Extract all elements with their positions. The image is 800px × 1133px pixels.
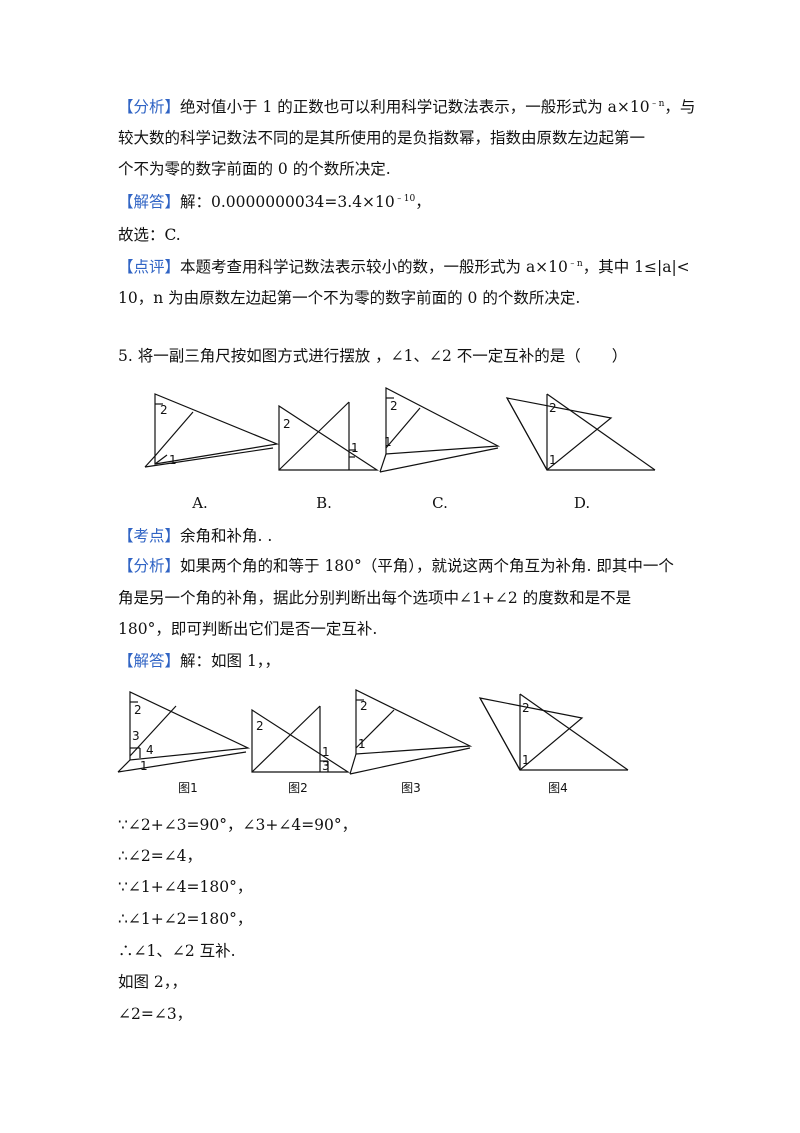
answer-comma: ， bbox=[415, 193, 431, 211]
comment-line-1: 【点评】本题考查用科学记数法表示较小的数，一般形式为 a×10﹣n，其中 1≤|… bbox=[118, 256, 690, 278]
analysis-text-1b: ，与 bbox=[664, 98, 696, 116]
option-b-label: B. bbox=[316, 494, 332, 512]
solution-line: 【解答】解：如图 1，， bbox=[118, 650, 280, 672]
answer-line: 【解答】解：0.0000000034=3.4×10﹣10， bbox=[118, 191, 431, 213]
proof-step-3: ∵∠1+∠4=180°， bbox=[118, 878, 253, 896]
option-b-figure: 2 1 bbox=[278, 401, 380, 471]
option-d-angle-2: 2 bbox=[549, 401, 557, 415]
analysis2-text-1: 如果两个角的和等于 180°（平角），就说这两个角互为补角. 即其中一个 bbox=[180, 557, 674, 575]
option-d-label: D. bbox=[573, 494, 591, 512]
comment-text-1b: ，其中 1≤|a|< bbox=[582, 258, 690, 276]
fig1-angle-3: 3 bbox=[132, 729, 140, 743]
fig2-angle-1: 1 bbox=[322, 745, 330, 759]
option-b-angle-1: 1 bbox=[351, 441, 359, 455]
analysis2-line-3: 180°，即可判断出它们是否一定互补. bbox=[118, 620, 378, 638]
analysis2-tag: 【分析】 bbox=[118, 557, 181, 575]
fig1-angle-1: 1 bbox=[140, 759, 148, 773]
option-c-angle-2: 2 bbox=[390, 399, 398, 413]
option-a-angle-1: 1 bbox=[169, 453, 177, 467]
figure-2-label: 图2 bbox=[288, 781, 308, 795]
knowledge-text: 余角和补角. . bbox=[180, 527, 273, 545]
figure-2: 2 1 3 bbox=[251, 705, 351, 773]
fig1-angle-4: 4 bbox=[146, 743, 154, 757]
option-c-label: C. bbox=[432, 494, 448, 512]
proof-step-7: ∠2=∠3， bbox=[118, 1005, 193, 1023]
answer-tag: 【解答】 bbox=[118, 193, 181, 211]
answer-exponent: ﹣10 bbox=[394, 194, 416, 204]
option-c-figure: 2 1 bbox=[379, 387, 501, 473]
figure-3: 2 1 bbox=[349, 689, 473, 775]
proof-step-6: 如图 2，， bbox=[118, 973, 188, 991]
analysis-text-1a: 绝对值小于 1 的正数也可以利用科学记数法表示，一般形式为 a×10 bbox=[180, 98, 650, 116]
comment-text-1a: 本题考查用科学记数法表示较小的数，一般形式为 a×10 bbox=[180, 258, 568, 276]
option-d-angle-1: 1 bbox=[549, 453, 557, 467]
figure-1: 2 3 4 1 bbox=[117, 691, 251, 773]
proof-step-1: ∵∠2+∠3=90°，∠3+∠4=90°， bbox=[118, 816, 358, 834]
analysis-line-1: 【分析】绝对值小于 1 的正数也可以利用科学记数法表示，一般形式为 a×10﹣n… bbox=[118, 96, 695, 118]
fig2-angle-2: 2 bbox=[256, 719, 264, 733]
fig3-angle-2: 2 bbox=[360, 699, 368, 713]
comment-line-2: 10，n 为由原数左边起第一个不为零的数字前面的 0 的个数所决定. bbox=[118, 289, 581, 307]
option-b-angle-2: 2 bbox=[283, 417, 291, 431]
option-a-figure: 2 1 bbox=[144, 393, 280, 468]
fig2-angle-3: 3 bbox=[322, 759, 330, 773]
knowledge-line: 【考点】余角和补角. . bbox=[118, 525, 272, 547]
solution-text: 解：如图 1，， bbox=[180, 652, 281, 670]
proof-step-5: ∴∠1、∠2 互补. bbox=[118, 942, 236, 960]
figure-1-label: 图1 bbox=[178, 781, 198, 795]
fig4-angle-1: 1 bbox=[522, 753, 530, 767]
answer-text: 解：0.0000000034=3.4×10 bbox=[180, 193, 395, 211]
knowledge-tag: 【考点】 bbox=[118, 527, 181, 545]
choice-line: 故选：C. bbox=[118, 226, 181, 244]
question-5: 5. 将一副三角尺按如图方式进行摆放 ，∠1、∠2 不一定互补的是（ ） bbox=[118, 347, 628, 365]
proof-step-4: ∴∠1+∠2=180°， bbox=[118, 910, 253, 928]
fig4-angle-2: 2 bbox=[522, 701, 530, 715]
option-d-figure: 2 1 bbox=[505, 393, 656, 471]
analysis-line-3: 个不为零的数字前面的 0 的个数所决定. bbox=[118, 160, 391, 178]
fig1-angle-2: 2 bbox=[134, 703, 142, 717]
option-a-label: A. bbox=[192, 494, 208, 512]
analysis-line-2: 较大数的科学记数法不同的是其所使用的是负指数幂，指数由原数左边起第一 bbox=[118, 129, 646, 147]
solution-tag: 【解答】 bbox=[118, 652, 181, 670]
option-a-angle-2: 2 bbox=[160, 403, 168, 417]
analysis2-line-2: 角是另一个角的补角，据此分别判断出每个选项中∠1+∠2 的度数和是不是 bbox=[118, 589, 632, 607]
comment-exponent: ﹣n bbox=[567, 259, 583, 269]
fig3-angle-1: 1 bbox=[358, 737, 366, 751]
analysis2-line-1: 【分析】如果两个角的和等于 180°（平角），就说这两个角互为补角. 即其中一个 bbox=[118, 555, 674, 577]
figure-3-label: 图3 bbox=[401, 781, 421, 795]
analysis-tag: 【分析】 bbox=[118, 98, 181, 116]
proof-step-2: ∴∠2=∠4， bbox=[118, 847, 203, 865]
analysis-exponent: ﹣n bbox=[649, 99, 665, 109]
comment-tag: 【点评】 bbox=[118, 258, 181, 276]
figure-4-label: 图4 bbox=[548, 781, 568, 795]
option-c-angle-1: 1 bbox=[384, 435, 392, 449]
figure-4: 2 1 bbox=[478, 693, 629, 771]
